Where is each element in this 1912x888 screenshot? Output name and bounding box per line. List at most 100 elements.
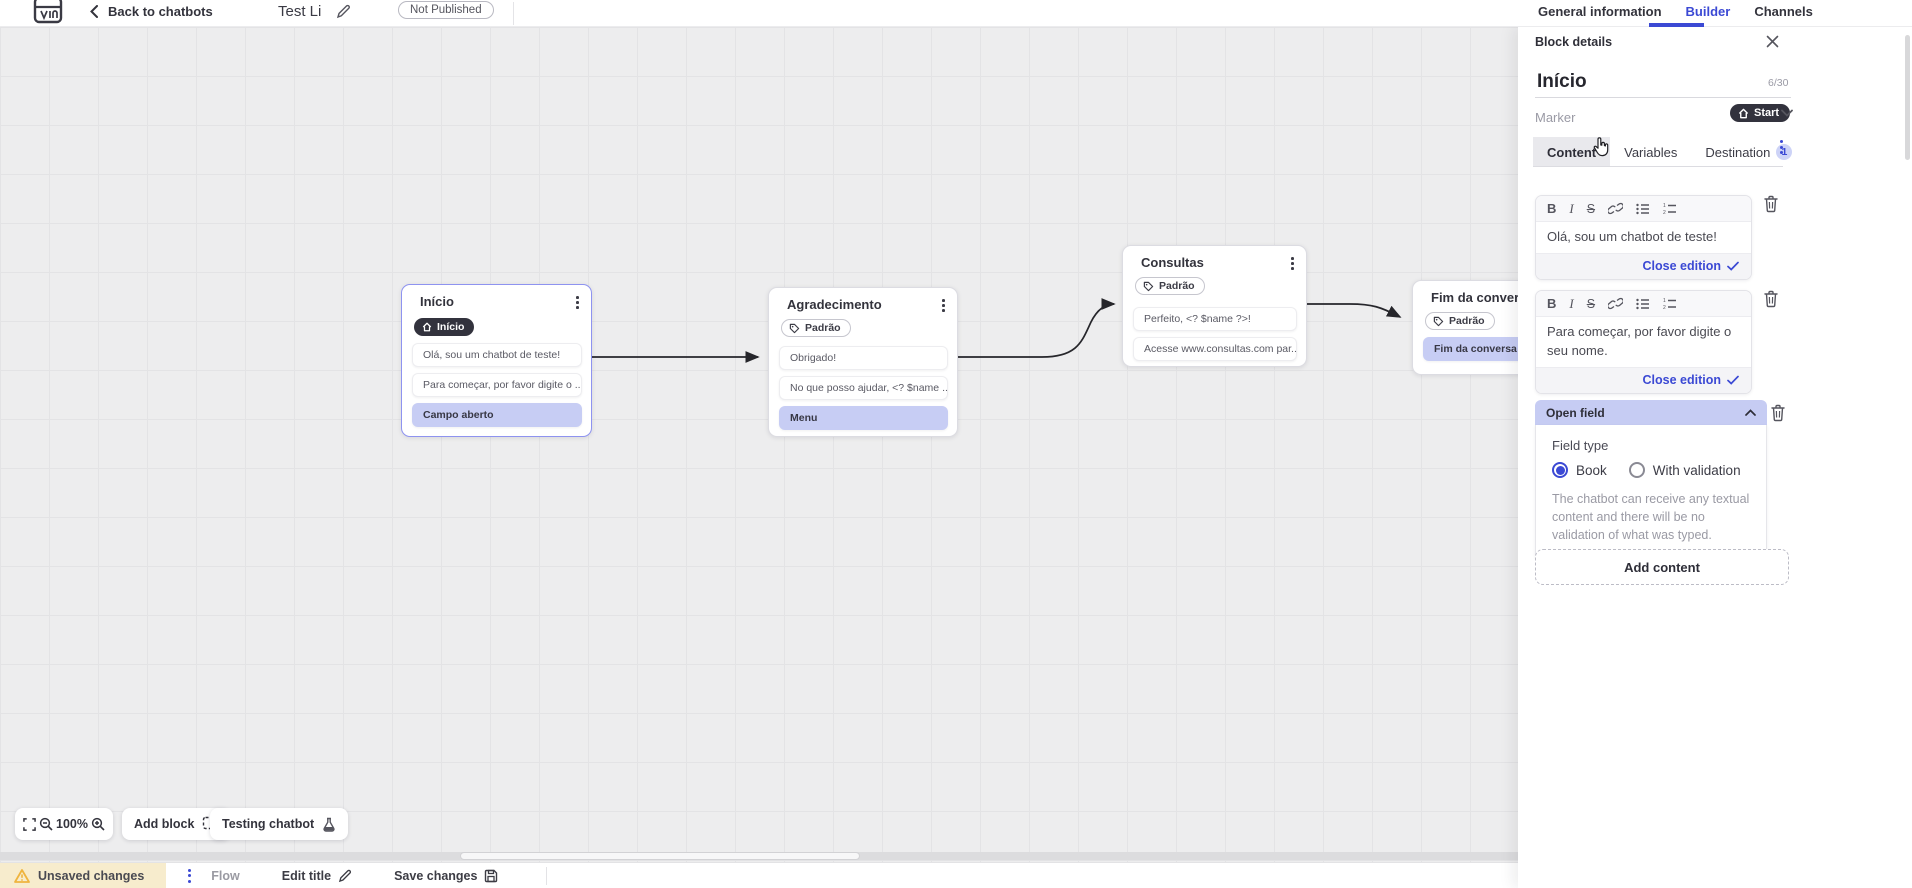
back-chevron-icon — [90, 5, 98, 18]
kebab-icon[interactable] — [942, 299, 945, 312]
strikethrough-icon[interactable]: S — [1586, 296, 1596, 311]
destination-count-badge: 1 — [1776, 144, 1793, 160]
radio-option-book[interactable]: Book — [1552, 462, 1607, 478]
italic-icon[interactable]: I — [1569, 200, 1574, 216]
chevron-up-icon[interactable] — [1745, 409, 1756, 416]
app-logo-icon[interactable] — [33, 0, 63, 25]
strikethrough-icon[interactable]: S — [1586, 201, 1596, 216]
field-type-description: The chatbot can receive any textual cont… — [1552, 492, 1750, 543]
trash-icon[interactable] — [1763, 290, 1779, 308]
italic-icon[interactable]: I — [1569, 295, 1574, 311]
start-marker-dropdown[interactable]: Start — [1730, 104, 1791, 122]
fullscreen-icon[interactable] — [23, 817, 36, 831]
bullet-list-icon[interactable] — [1636, 298, 1650, 310]
kebab-icon[interactable] — [576, 296, 579, 309]
add-content-button[interactable]: Add content — [1535, 549, 1789, 585]
bold-icon[interactable]: B — [1547, 201, 1557, 216]
chatbot-title[interactable]: Test Li — [278, 3, 322, 20]
tab-destination[interactable]: Destination 1 — [1691, 137, 1806, 167]
block-title: Início — [420, 294, 454, 309]
status-kebab-icon[interactable] — [188, 868, 192, 883]
save-changes-button[interactable]: Save changes — [394, 869, 498, 883]
close-icon[interactable] — [1766, 35, 1779, 48]
editor-text[interactable]: Olá, sou um chatbot de teste! — [1536, 222, 1751, 253]
zoom-level: 100% — [56, 817, 88, 831]
close-edition-link[interactable]: Close edition — [1642, 373, 1721, 388]
horizontal-scrollbar[interactable] — [0, 852, 1518, 860]
close-edition-link[interactable]: Close edition — [1642, 259, 1721, 274]
tab-channels[interactable]: Channels — [1754, 4, 1813, 19]
editor-footer: Close edition — [1536, 366, 1751, 393]
block-row[interactable]: Acesse www.consultas.com par... — [1133, 337, 1297, 361]
tab-builder[interactable]: Builder — [1685, 4, 1731, 19]
start-marker-pill: Início — [414, 318, 475, 336]
edit-title-pencil-icon[interactable] — [336, 4, 351, 19]
not-published-badge: Not Published — [398, 1, 494, 19]
block-row-menu[interactable]: Menu — [779, 406, 948, 430]
testing-chatbot-label: Testing chatbot — [222, 817, 315, 831]
zoom-out-icon[interactable] — [39, 817, 53, 831]
zoom-controls: 100% — [15, 808, 113, 840]
radio-selected-icon[interactable] — [1552, 462, 1568, 478]
bold-icon[interactable]: B — [1547, 296, 1557, 311]
warning-icon — [14, 868, 30, 883]
radio-option-with-validation[interactable]: With validation — [1628, 462, 1741, 478]
block-title: Agradecimento — [787, 297, 882, 312]
flow-canvas[interactable]: Início Início Olá, sou um chatbot de tes… — [0, 27, 1602, 888]
topbar-divider — [513, 2, 514, 25]
check-icon — [1727, 375, 1739, 385]
trash-icon[interactable] — [1763, 195, 1779, 213]
block-row[interactable]: Obrigado! — [779, 346, 948, 370]
top-bar: Back to chatbots Test Li Not Published G… — [0, 0, 1912, 27]
flow-block-inicio[interactable]: Início Início Olá, sou um chatbot de tes… — [401, 284, 592, 437]
tabs-underline — [1533, 166, 1783, 167]
tab-general-information[interactable]: General information — [1538, 4, 1662, 19]
flask-icon — [322, 817, 336, 832]
kebab-icon[interactable] — [1291, 257, 1294, 270]
bullet-list-icon[interactable] — [1636, 203, 1650, 215]
padrao-tag-pill: Padrão — [1135, 277, 1205, 295]
padrao-tag-pill: Padrão — [781, 319, 851, 337]
block-row[interactable]: No que posso ajudar, <? $name ... — [779, 376, 948, 400]
link-icon[interactable] — [1608, 297, 1624, 310]
back-to-chatbots-button[interactable]: Back to chatbots — [90, 4, 213, 19]
edit-title-button[interactable]: Edit title — [282, 869, 352, 883]
tab-variables[interactable]: Variables — [1624, 144, 1678, 160]
link-icon[interactable] — [1608, 202, 1624, 215]
trash-icon[interactable] — [1770, 404, 1786, 422]
main-tabs: General information Builder Channels — [1538, 4, 1813, 19]
open-field-header[interactable]: Open field — [1535, 400, 1767, 425]
flow-block-agradecimento[interactable]: Agradecimento Padrão Obrigado! No que po… — [768, 287, 958, 437]
block-row[interactable]: Perfeito, <? $name ?>! — [1133, 307, 1297, 331]
marker-label: Marker — [1535, 110, 1576, 125]
radio-unselected-icon[interactable] — [1628, 462, 1645, 478]
block-row[interactable]: Olá, sou um chatbot de teste! — [412, 343, 582, 367]
svg-text:1: 1 — [1663, 203, 1666, 209]
zoom-in-icon[interactable] — [91, 817, 105, 831]
back-label: Back to chatbots — [108, 4, 213, 19]
check-icon — [1727, 261, 1739, 272]
open-field-body: Field type Book With validation The chat… — [1535, 425, 1767, 561]
tag-icon — [1433, 316, 1444, 326]
horizontal-scrollbar-thumb[interactable] — [460, 852, 860, 860]
cursor-hand-icon — [1592, 137, 1609, 157]
flow-block-consultas[interactable]: Consultas Padrão Perfeito, <? $name ?>! … — [1122, 245, 1307, 367]
block-row[interactable]: Para começar, por favor digite o ... — [412, 373, 582, 397]
chevron-down-icon[interactable] — [1781, 109, 1793, 117]
block-row-open-field[interactable]: Campo aberto — [412, 403, 582, 427]
block-name-input[interactable]: Início — [1537, 71, 1587, 92]
block-details-panel: Block details Início 6/30 Marker Start C… — [1518, 27, 1912, 888]
tag-icon — [1143, 281, 1154, 291]
panel-kebab-icon[interactable] — [1780, 140, 1783, 154]
panel-scrollbar-thumb[interactable] — [1905, 35, 1910, 160]
editor-text[interactable]: Para começar, por favor digite o seu nom… — [1536, 317, 1751, 367]
home-icon — [422, 322, 432, 332]
testing-chatbot-button[interactable]: Testing chatbot — [210, 808, 349, 840]
svg-text:1: 1 — [1663, 298, 1666, 304]
